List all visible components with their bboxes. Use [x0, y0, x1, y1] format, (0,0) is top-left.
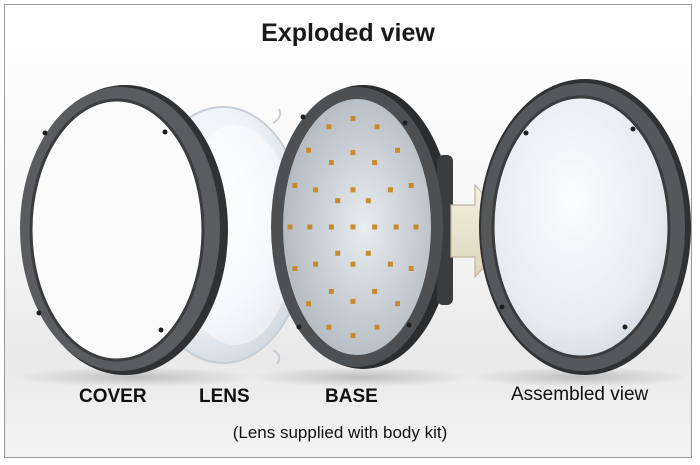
led [372, 288, 378, 294]
diagram-title: Exploded view [261, 19, 435, 47]
led [387, 261, 393, 267]
assembled-unit [479, 79, 691, 375]
assembled-shadow [470, 367, 690, 387]
led-array [287, 116, 419, 338]
led [413, 224, 419, 230]
led [350, 298, 356, 304]
led [365, 198, 371, 204]
led [350, 333, 356, 338]
diagram-frame: Exploded view [4, 4, 692, 458]
base-part [271, 85, 453, 369]
led [335, 198, 341, 204]
base-label: BASE [325, 386, 378, 407]
assembled-label: Assembled view [511, 384, 649, 405]
led [408, 266, 414, 271]
cover-shadow [15, 367, 255, 387]
led [287, 224, 293, 230]
led [372, 160, 378, 166]
led [306, 301, 311, 307]
exploded-view-illustration [15, 79, 691, 387]
led [365, 250, 371, 256]
led [350, 261, 356, 267]
led [372, 224, 378, 230]
led [393, 224, 399, 230]
led [374, 324, 380, 330]
led [292, 266, 298, 271]
led [387, 187, 393, 193]
led [395, 301, 400, 307]
base-shadow [250, 367, 470, 387]
lens-note: (Lens supplied with body kit) [232, 423, 448, 442]
led [395, 147, 400, 153]
led [328, 160, 334, 166]
led [307, 224, 313, 230]
led [326, 124, 332, 130]
led [313, 261, 319, 267]
cover-label: COVER [79, 386, 147, 407]
led [313, 187, 319, 193]
led [350, 116, 356, 121]
led [350, 187, 356, 193]
led [374, 124, 380, 130]
led [350, 224, 356, 230]
led [292, 183, 298, 188]
led [408, 183, 414, 188]
cover-ring [20, 85, 228, 375]
led [326, 324, 332, 330]
led [328, 224, 334, 230]
led [328, 288, 334, 294]
led [350, 150, 356, 156]
lens-label: LENS [199, 386, 250, 407]
led [335, 250, 341, 256]
led [306, 147, 311, 153]
